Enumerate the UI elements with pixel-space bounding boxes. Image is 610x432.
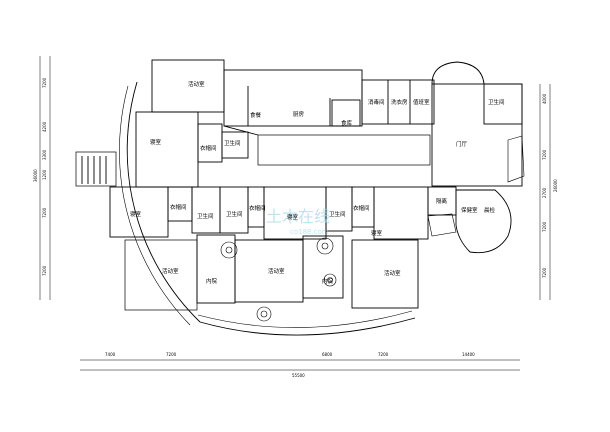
dimension-lines (39, 56, 551, 371)
wall-courtyard-1 (196, 234, 236, 304)
wall-bedroom-w1 (135, 111, 199, 188)
tree-icon (323, 273, 337, 287)
label-kitchen: 厨房 (293, 110, 305, 118)
wall-courtyard-2 (302, 235, 344, 299)
dim-right-total: 26000 (553, 179, 558, 192)
label-cloak-c: 衣帽间 (249, 204, 266, 212)
dim-left-3: 3300 (42, 149, 47, 160)
wall-service-block (361, 79, 435, 125)
label-health: 保健室 (461, 206, 478, 214)
label-cloak-e: 衣帽间 (353, 204, 370, 212)
dim-right-5: 7200 (542, 267, 547, 278)
wall-toilet-c2 (219, 186, 249, 234)
outer-arc-west-inner (119, 85, 191, 326)
label-cloak-w1: 衣帽间 (200, 144, 217, 152)
dim-right-4: 7200 (542, 221, 547, 232)
planter-isolation (427, 213, 457, 237)
wall-lobby (431, 83, 523, 187)
label-cloak-w2: 衣帽间 (170, 203, 187, 211)
label-toilet-e: 卫生间 (488, 98, 505, 106)
wall-toilet-e (483, 83, 523, 125)
wall-toilet-c1 (191, 186, 221, 234)
landscape (220, 135, 525, 322)
dim-right-3: 2700 (542, 187, 547, 198)
label-toilet-c3: 卫生间 (329, 210, 346, 218)
wall-cloak-w2 (167, 186, 193, 222)
walls (75, 59, 523, 336)
outer-arc-south-inner (197, 310, 413, 328)
dim-bottom-2: 7200 (166, 352, 177, 357)
label-laundry: 洗衣房 (391, 98, 408, 106)
dim-bottom-total: 55500 (292, 373, 305, 378)
wall-toilet-w1 (221, 131, 249, 159)
tree-icon (220, 241, 238, 259)
wall-health (455, 189, 512, 254)
label-isolation: 隔离 (436, 197, 448, 205)
stairs-west (75, 151, 117, 187)
wall-cloak-w1 (197, 123, 223, 163)
watermark: 土木在线 co188.com (266, 207, 330, 236)
dim-bottom-1: 7400 (105, 352, 116, 357)
dim-bottom-5: 14400 (462, 352, 475, 357)
label-courtyard-1: 内院 (206, 277, 218, 285)
label-bedroom-e: 寝室 (371, 229, 383, 237)
outer-arc-west (126, 81, 201, 323)
label-toilet-w1: 卫生间 (224, 139, 241, 147)
label-storage: 食餐 (250, 111, 262, 119)
dim-left-1: 7200 (42, 77, 47, 88)
dim-bottom-4: 7200 (378, 352, 389, 357)
watermark-en: co188.com (290, 228, 329, 236)
outer-arc-south (199, 317, 416, 336)
wall-activity-sw (124, 239, 198, 311)
room-labels: 活动室 寝室 衣帽间 卫生间 食餐 厨房 食库 消毒间 洗衣房 值班室 卫生间 … (130, 80, 505, 285)
dim-left-6: 7200 (42, 265, 47, 276)
planter-ne (507, 135, 525, 183)
dim-right-2: 7200 (542, 149, 547, 160)
wall-lobby-bump (431, 61, 485, 85)
label-warehouse: 食库 (341, 119, 353, 127)
tree-icon (256, 306, 272, 322)
label-activity-ne: 活动室 (188, 80, 205, 88)
label-activity-sw: 活动室 (162, 267, 179, 275)
label-disinfect: 消毒间 (368, 98, 385, 106)
label-toilet-c1: 卫生间 (197, 212, 214, 220)
label-lobby: 门厅 (456, 140, 468, 148)
dimension-labels: 7400 7200 6800 7200 14400 55500 7200 420… (33, 77, 558, 378)
dim-left-5: 7200 (42, 207, 47, 218)
label-bedroom-c: 寝室 (287, 213, 299, 221)
dim-left-2: 4200 (42, 121, 47, 132)
label-activity-s: 活动室 (268, 267, 285, 275)
dim-right-1: 4000 (542, 93, 547, 104)
dim-left-4: 1200 (42, 169, 47, 180)
label-bedroom-w2: 寝室 (130, 210, 142, 218)
label-morning-check: 晨检 (484, 206, 496, 214)
dim-bottom-3: 6800 (322, 352, 333, 357)
label-staff: 值班室 (413, 98, 430, 106)
label-toilet-c2: 卫生间 (226, 210, 243, 218)
wall-bedroom-e (373, 186, 429, 240)
label-bedroom-w1: 寝室 (150, 138, 162, 146)
wall-activity-se (351, 239, 419, 309)
label-activity-se: 活动室 (384, 269, 401, 277)
corridor (257, 134, 431, 166)
label-courtyard-2: 内院 (322, 277, 334, 285)
tree-icon (316, 237, 334, 255)
watermark-cn: 土木在线 (266, 207, 330, 226)
dim-left-total: 36000 (33, 169, 38, 182)
